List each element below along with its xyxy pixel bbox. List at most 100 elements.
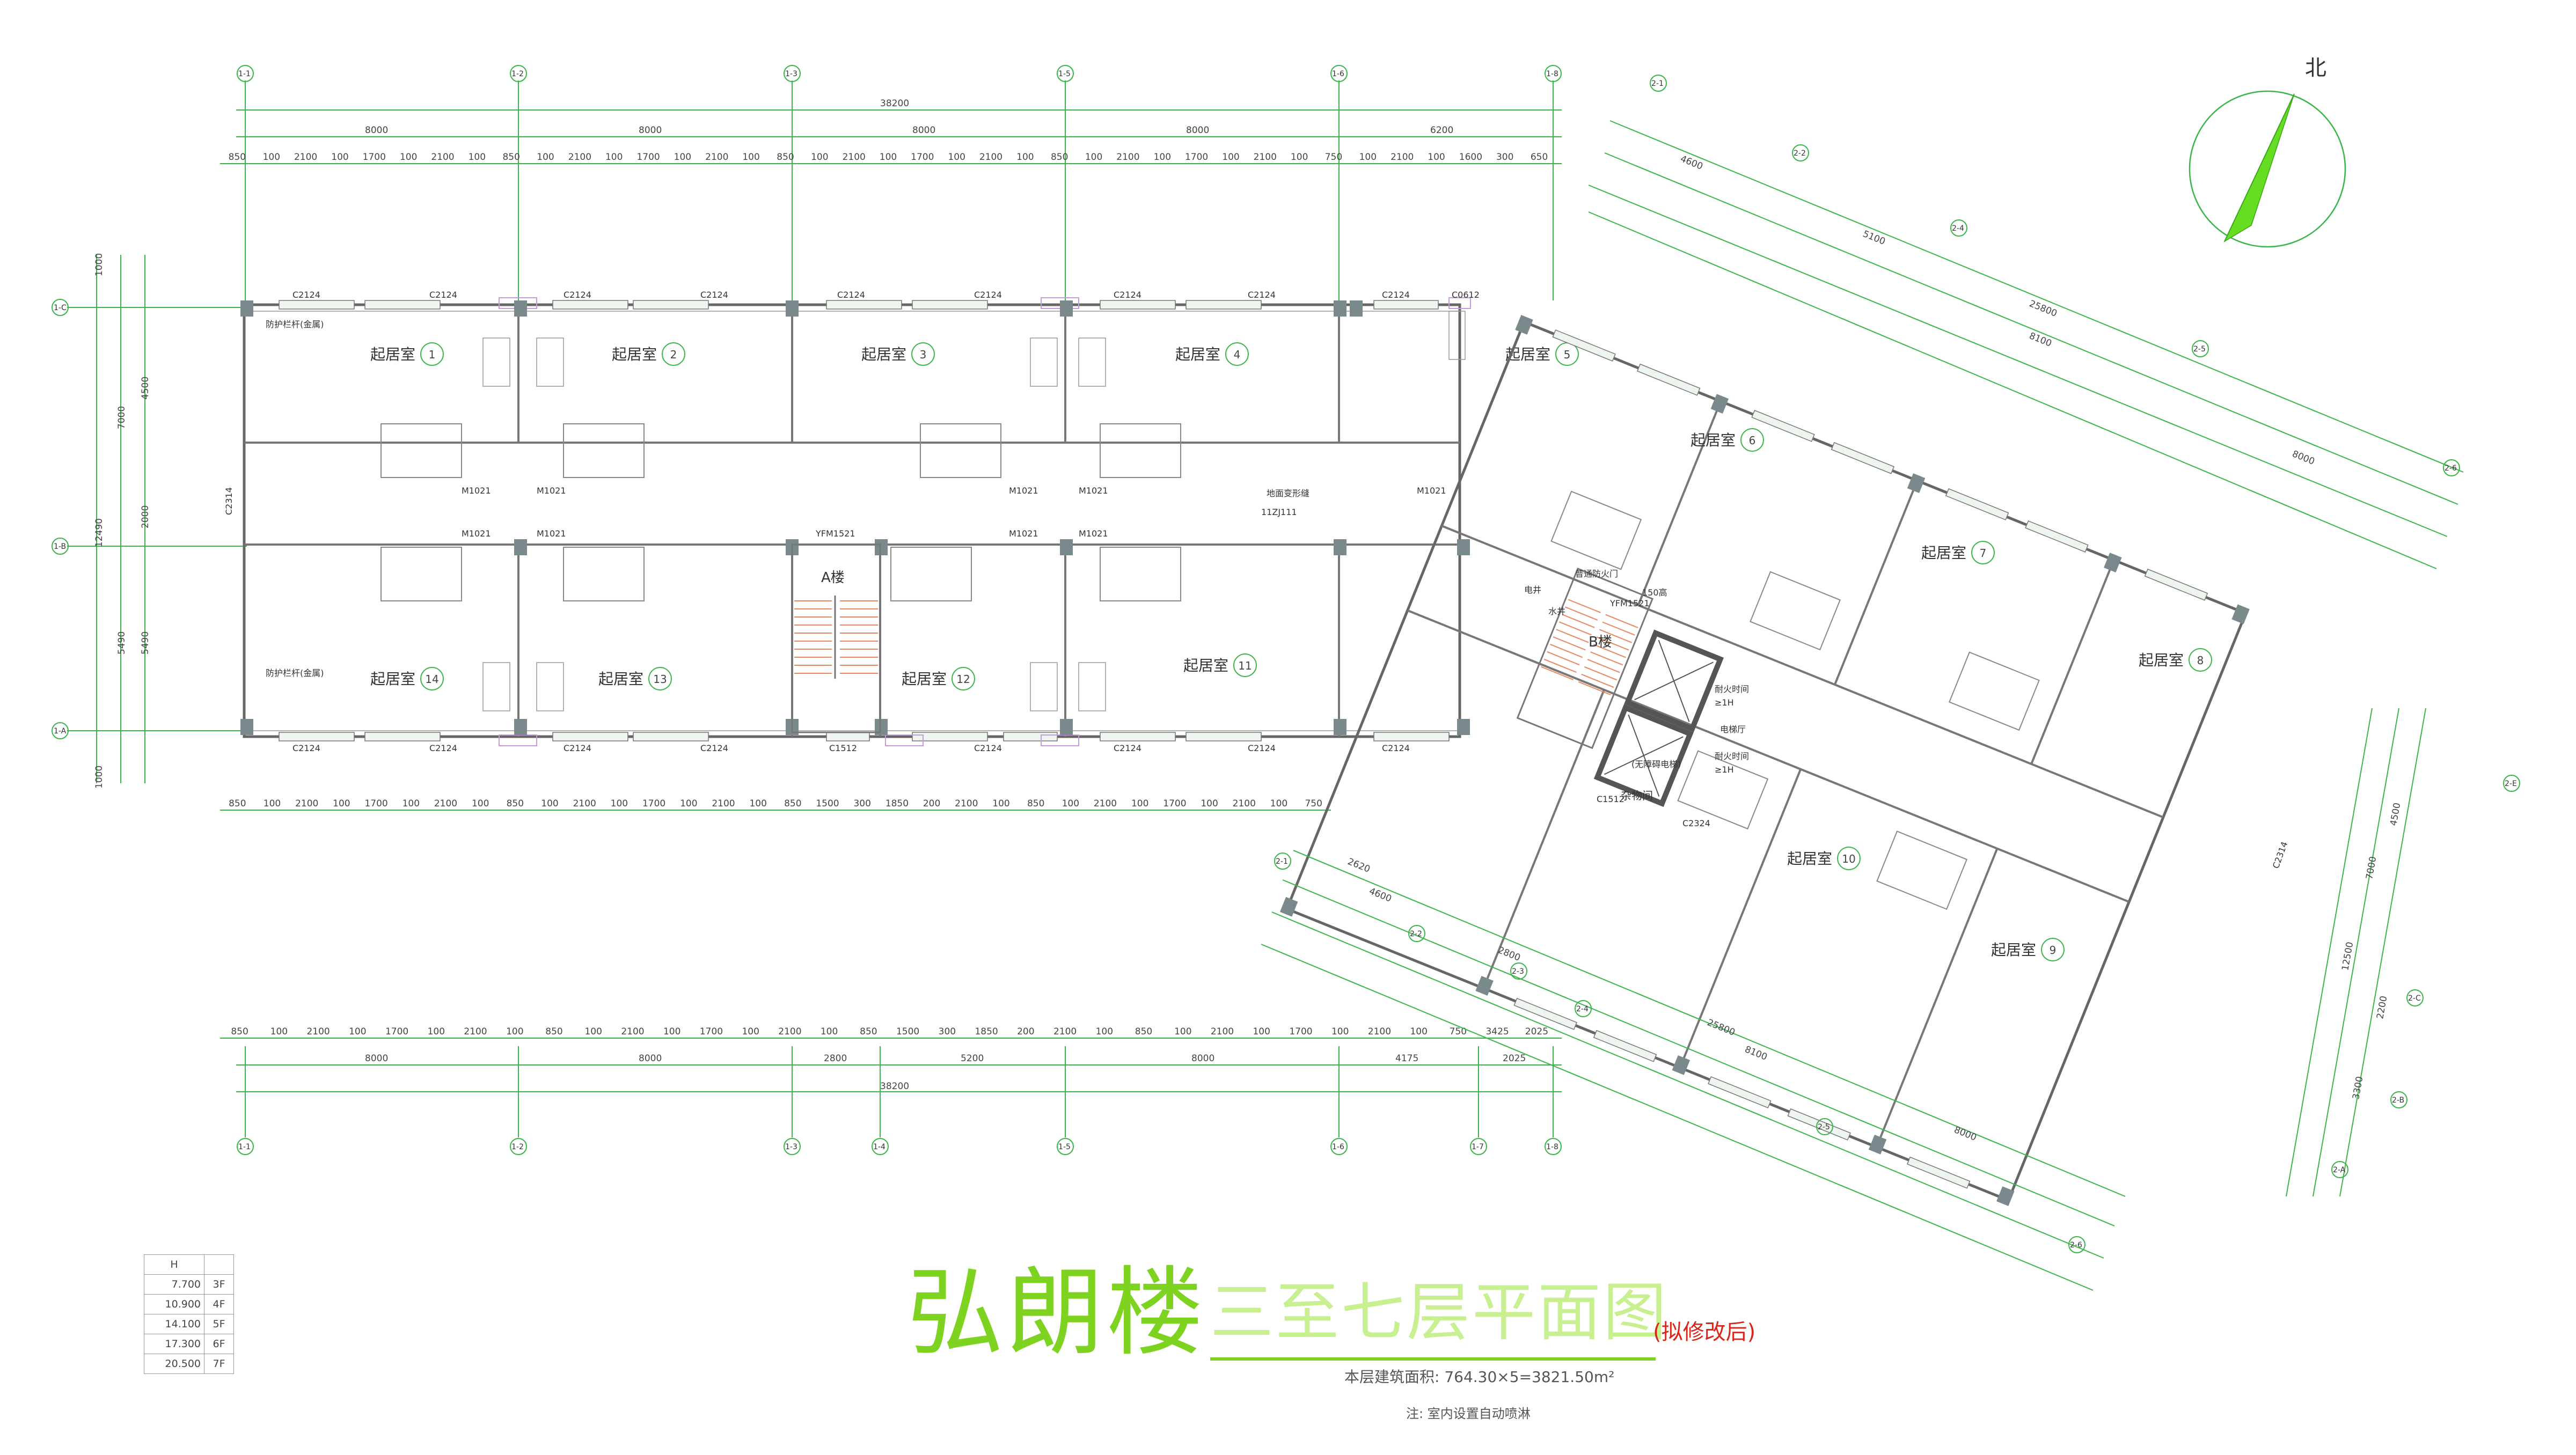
room-4-label: 起居室 <box>1175 346 1220 363</box>
wing-dim-4600b: 4600 <box>1367 886 1393 905</box>
detail-dimension: 100 <box>1428 152 1445 163</box>
axis-top-4: 1-5 <box>1058 70 1071 78</box>
stair-b-label: B楼 <box>1589 634 1612 650</box>
win-c2124-b7: C2124 <box>1248 743 1276 753</box>
bottom-axis-labels: 1-1 1-2 1-3 1-4 1-5 1-6 1-7 1-8 <box>238 1143 1558 1151</box>
detail-dimension: 100 <box>1096 1026 1113 1037</box>
axis-bottom-7: 1-7 <box>1472 1143 1484 1151</box>
door-m1021-7: M1021 <box>537 528 566 539</box>
detail-dimension: 100 <box>537 152 554 163</box>
room-3-num: 3 <box>920 348 927 361</box>
axis-wing-5: 2-5 <box>2193 345 2206 354</box>
elevation-height: 14.100 <box>143 1314 205 1334</box>
elevation-floor: 3F <box>204 1274 234 1295</box>
detail-dimension: 300 <box>1496 152 1513 163</box>
wing-dim-4600: 4600 <box>1679 153 1704 172</box>
bottom-bay-2: 8000 <box>639 1053 662 1064</box>
detail-dimension: 750 <box>1305 798 1322 809</box>
wing-dimension-lines <box>1261 120 2464 1291</box>
bottom-dimension-lines <box>220 810 1562 1137</box>
win-c2124-2: C2124 <box>429 290 457 300</box>
detail-dimension: 850 <box>1135 1026 1152 1037</box>
detail-dimension: 1600 <box>1459 152 1482 163</box>
room-11-num: 11 <box>1238 659 1252 672</box>
top-bay-3: 8000 <box>912 125 935 136</box>
top-dimension-lines <box>220 109 1562 164</box>
detail-dimension: 100 <box>428 1026 445 1037</box>
bottom-bay-7: 2025 <box>1503 1053 1526 1064</box>
wing-dim-25800: 25800 <box>2028 298 2059 319</box>
axis-bottom-3: 1-3 <box>785 1143 797 1151</box>
elevation-row: 7.700 3F <box>143 1274 234 1295</box>
top-bay-2: 8000 <box>639 125 662 136</box>
left-dim-1000b: 1000 <box>94 766 105 789</box>
detail-dimension: 100 <box>948 152 965 163</box>
detail-dimension: 200 <box>923 798 940 809</box>
bottom-bay-1: 8000 <box>365 1053 388 1064</box>
detail-dimension: 100 <box>402 798 420 809</box>
wing-axis-labels: 2-1 2-2 2-4 2-5 2-6 2-1 2-2 2-3 2-4 2-5 … <box>1276 79 2517 1250</box>
detail-dimension: 300 <box>853 798 870 809</box>
detail-dimension: 1700 <box>636 152 660 163</box>
door-height-note: 150高 <box>1642 587 1667 598</box>
detail-dimension: 2100 <box>955 798 978 809</box>
win-c2124-b3: C2124 <box>564 743 591 753</box>
axis-bottom-5: 1-5 <box>1058 1143 1071 1151</box>
bottom-grid-bubbles <box>237 1138 1562 1155</box>
room-7-num: 7 <box>1980 547 1987 560</box>
north-label: 北 <box>2305 56 2326 80</box>
wing-dim-2620: 2620 <box>1346 856 1372 875</box>
detail-dimension: 2100 <box>1116 152 1139 163</box>
main-room-labels: 起居室 起居室 起居室 起居室 起居室 起居室 起居室 起居室 起居室 <box>370 346 1550 688</box>
room-6-label: 起居室 <box>1690 431 1736 449</box>
detail-dimension: 2100 <box>1391 152 1414 163</box>
detail-dimension: 100 <box>1291 152 1308 163</box>
detail-dimension: 100 <box>674 152 691 163</box>
detail-dimension: 100 <box>821 1026 838 1037</box>
detail-dimension: 1700 <box>363 152 386 163</box>
win-c2124-b8: C2124 <box>1382 743 1410 753</box>
top-bay-5: 6200 <box>1430 125 1453 136</box>
fire-time-2: 耐火时间 <box>1715 751 1749 761</box>
detail-dimension: 850 <box>229 798 246 809</box>
win-c1512: C1512 <box>829 743 857 753</box>
room-11-label: 起居室 <box>1183 657 1228 674</box>
detail-dimension: 100 <box>611 798 628 809</box>
win-c0612: C0612 <box>1452 290 1480 300</box>
stair-a-label: A楼 <box>821 570 845 586</box>
win-c2124-7: C2124 <box>1114 290 1141 300</box>
elevation-floor: 4F <box>204 1294 234 1314</box>
detail-dimension: 850 <box>229 152 246 163</box>
detail-dimension: 100 <box>469 152 486 163</box>
elevation-row: 20.500 7F <box>143 1354 234 1374</box>
bottom-total-dim: 38200 <box>880 1081 909 1092</box>
win-c2124-b2: C2124 <box>429 743 457 753</box>
door-m1021-2: M1021 <box>537 486 566 496</box>
detail-dimension: 100 <box>663 1026 680 1037</box>
elevation-header: H <box>143 1254 205 1275</box>
bottom-bay-5: 8000 <box>1191 1053 1214 1064</box>
detail-dimension: 100 <box>749 798 766 809</box>
axis-top-6: 1-8 <box>1546 70 1558 78</box>
axis-left-a: 1-A <box>54 727 67 736</box>
elevation-row: 10.900 4F <box>143 1294 234 1314</box>
top-bay-4: 8000 <box>1186 125 1209 136</box>
elevation-header-row: H <box>143 1254 234 1275</box>
detail-dimension: 100 <box>1359 152 1377 163</box>
room-13-num: 13 <box>653 673 667 686</box>
detail-dimension: 100 <box>349 1026 366 1037</box>
room-2-label: 起居室 <box>612 346 657 363</box>
detail-dimension: 2100 <box>306 1026 330 1037</box>
detail-dimension: 100 <box>1085 152 1102 163</box>
detail-dimension: 3425 <box>1485 1026 1509 1037</box>
room-1-num: 1 <box>429 348 436 361</box>
wing-dim-4500: 4500 <box>2388 802 2403 827</box>
win-c2124-b6: C2124 <box>1114 743 1141 753</box>
detail-dimension: 100 <box>992 798 1009 809</box>
door-m1021-6: M1021 <box>462 528 491 539</box>
barrier-free-elevator-label: (无障碍电梯) <box>1631 759 1681 769</box>
room-13-label: 起居室 <box>598 670 643 688</box>
detail-dimension: 1700 <box>364 798 387 809</box>
detail-dimension: 100 <box>1201 798 1218 809</box>
